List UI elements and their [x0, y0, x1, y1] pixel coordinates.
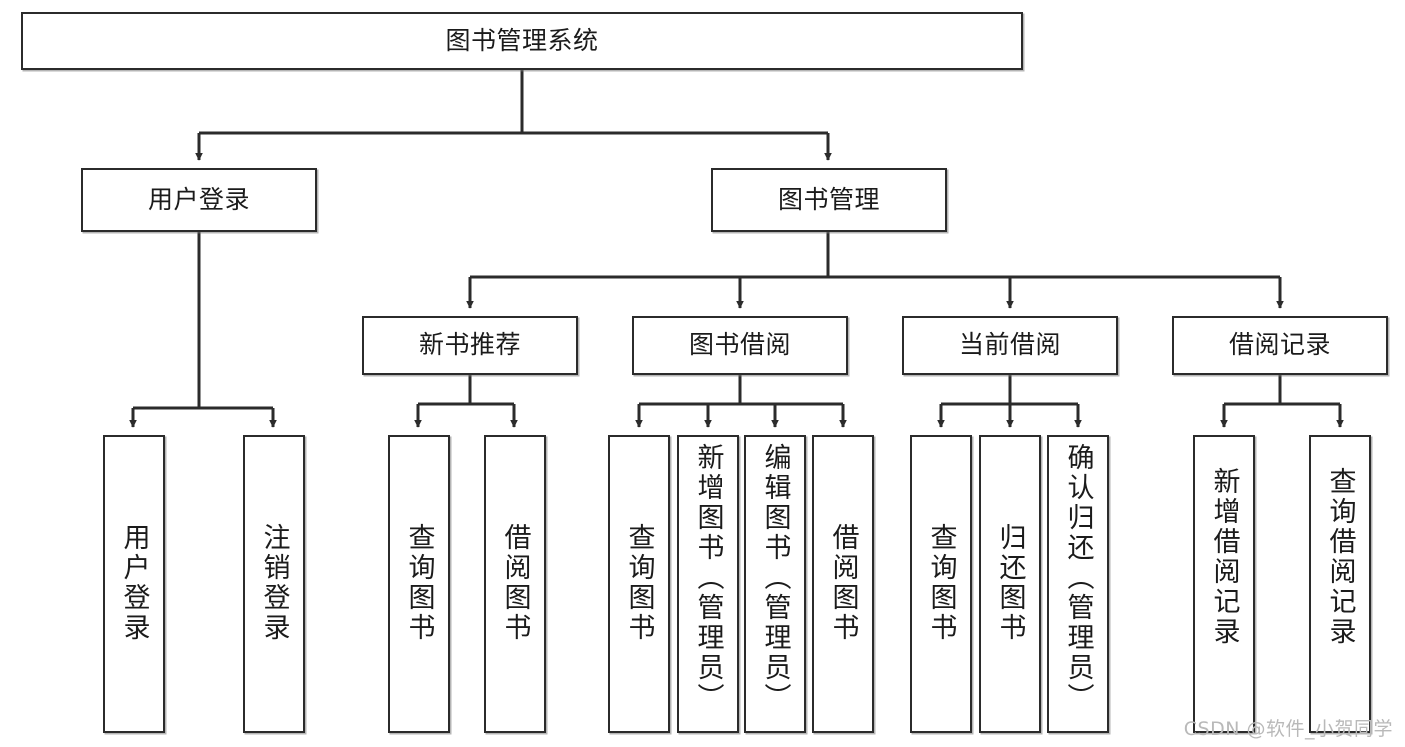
- leaf-query-book-recommend[interactable]: 查询图书: [388, 435, 450, 733]
- csdn-watermark: CSDN @软件_小贺同学: [1183, 718, 1393, 740]
- leaf-query-book-borrow-label: 查询图书: [623, 523, 655, 643]
- leaf-return-book-label: 归还图书: [994, 523, 1026, 643]
- leaf-borrow-book-recommend-label: 借阅图书: [499, 523, 531, 643]
- leaf-query-borrow-record[interactable]: 查询借阅记录: [1309, 435, 1371, 733]
- node-book-borrow-label: 图书借阅: [688, 330, 791, 360]
- leaf-query-book-current-label: 查询图书: [925, 523, 957, 643]
- node-borrow-record[interactable]: 借阅记录: [1172, 316, 1388, 375]
- node-book-management-label: 图书管理: [777, 184, 880, 214]
- leaf-logout-label: 注销登录: [258, 523, 290, 643]
- leaf-add-borrow-record-label: 新增借阅记录: [1208, 467, 1240, 647]
- node-user-login-label: 用户登录: [147, 184, 250, 214]
- leaf-add-book-admin[interactable]: 新增图书（管理员）: [677, 435, 739, 733]
- leaf-return-book[interactable]: 归还图书: [979, 435, 1041, 733]
- node-root-label: 图书管理系统: [445, 25, 599, 55]
- leaf-query-borrow-record-label: 查询借阅记录: [1324, 467, 1356, 647]
- leaf-edit-book-admin-label: 编辑图书（管理员）: [759, 443, 791, 713]
- leaf-logout[interactable]: 注销登录: [243, 435, 305, 733]
- leaf-query-book-borrow[interactable]: 查询图书: [608, 435, 670, 733]
- node-borrow-record-label: 借阅记录: [1228, 330, 1331, 360]
- leaf-borrow-book-label: 借阅图书: [827, 523, 859, 643]
- leaf-borrow-book-recommend[interactable]: 借阅图书: [484, 435, 546, 733]
- leaf-user-login[interactable]: 用户登录: [103, 435, 165, 733]
- leaf-add-borrow-record[interactable]: 新增借阅记录: [1193, 435, 1255, 733]
- node-new-book-recommend[interactable]: 新书推荐: [362, 316, 578, 375]
- leaf-add-book-admin-label: 新增图书（管理员）: [692, 443, 724, 713]
- leaf-user-login-label: 用户登录: [118, 523, 150, 643]
- node-book-management[interactable]: 图书管理: [711, 168, 947, 232]
- leaf-query-book-recommend-label: 查询图书: [403, 523, 435, 643]
- node-current-borrow[interactable]: 当前借阅: [902, 316, 1118, 375]
- node-current-borrow-label: 当前借阅: [958, 330, 1061, 360]
- leaf-confirm-return-admin-label: 确认归还（管理员）: [1062, 443, 1094, 713]
- leaf-query-book-current[interactable]: 查询图书: [910, 435, 972, 733]
- leaf-edit-book-admin[interactable]: 编辑图书（管理员）: [744, 435, 806, 733]
- leaf-borrow-book[interactable]: 借阅图书: [812, 435, 874, 733]
- node-new-book-recommend-label: 新书推荐: [418, 330, 521, 360]
- node-user-login[interactable]: 用户登录: [81, 168, 317, 232]
- node-book-borrow[interactable]: 图书借阅: [632, 316, 848, 375]
- node-root[interactable]: 图书管理系统: [21, 12, 1023, 70]
- leaf-confirm-return-admin[interactable]: 确认归还（管理员）: [1047, 435, 1109, 733]
